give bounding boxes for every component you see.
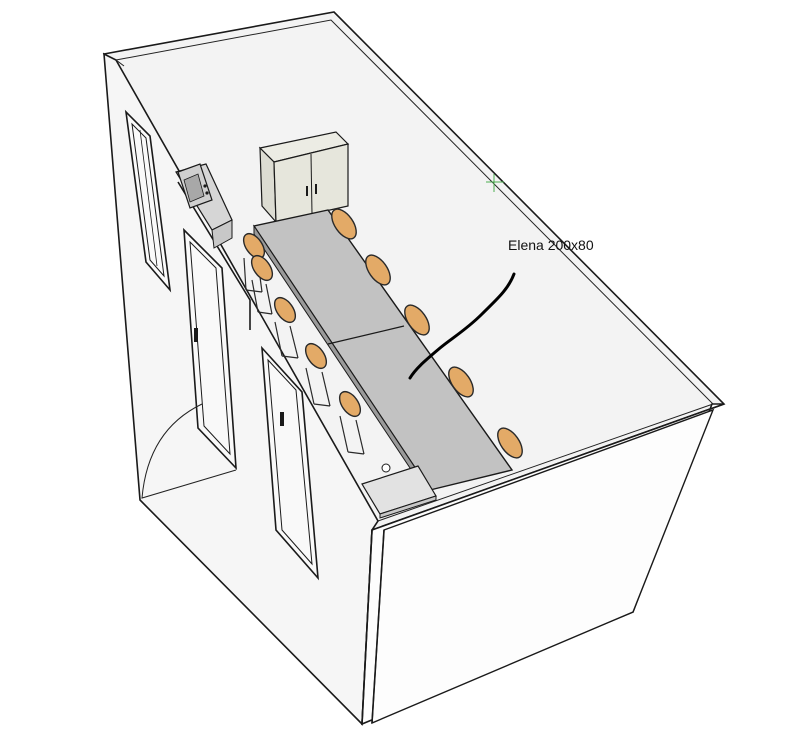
conference-table (252, 209, 514, 500)
roof-inner-edge (115, 19, 714, 522)
chair-right-1 (331, 208, 357, 240)
chairs-right-row (331, 208, 523, 459)
kitchenette (175, 163, 233, 249)
chair-left-5 (338, 390, 365, 455)
chair-right-5 (497, 427, 523, 459)
side-box (361, 463, 437, 519)
door-lower (261, 345, 320, 581)
chair-left-1 (242, 232, 266, 293)
left-wall-top-edge (115, 59, 125, 67)
door-swing-arc (141, 403, 237, 499)
chair-left-3 (273, 296, 299, 359)
chair-left-4 (304, 342, 331, 407)
door-upper (141, 227, 237, 499)
chair-right-2 (365, 254, 391, 286)
front-corner-edge-inner (371, 529, 385, 724)
chair-left-2 (250, 254, 274, 315)
chair-right-4 (448, 366, 474, 398)
partition-wall (177, 181, 251, 330)
window-left (124, 109, 172, 293)
storage-cabinet (258, 131, 350, 224)
chair-right-3 (404, 304, 430, 336)
counter-front (211, 219, 233, 249)
axis-marker (486, 174, 504, 192)
table-seam (327, 325, 405, 345)
front-corner-edge (361, 529, 373, 725)
annotation-stroke (408, 272, 516, 380)
microwave (177, 163, 213, 209)
chairs-left-row (242, 232, 365, 455)
container-shell (102, 11, 726, 726)
annotation-label: Elena 200x80 (508, 237, 594, 253)
